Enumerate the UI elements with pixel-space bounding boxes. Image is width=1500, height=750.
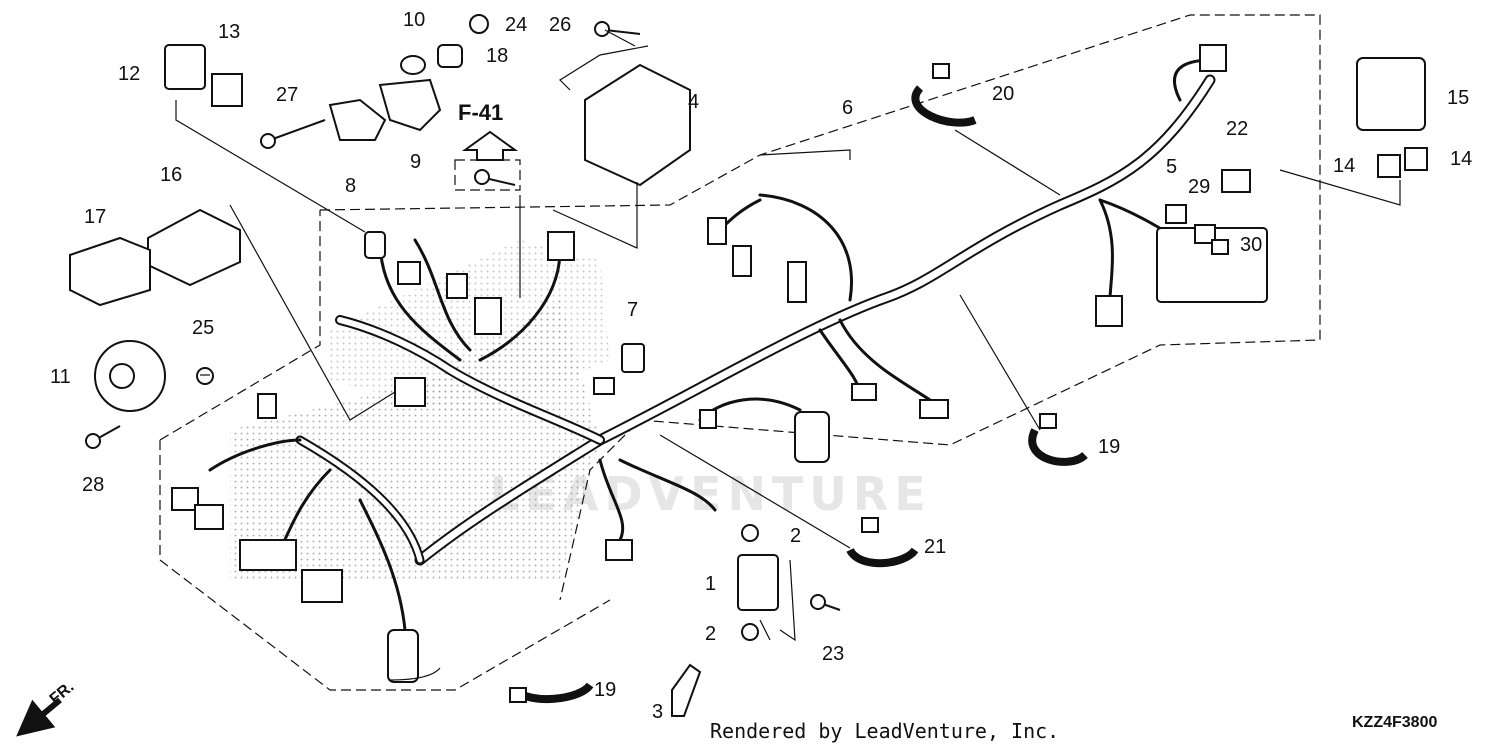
wire-bands <box>509 63 1088 704</box>
callout-6: 6 <box>842 97 853 119</box>
harness-connectors <box>171 44 1268 603</box>
callout-20: 20 <box>992 83 1014 105</box>
callout-13: 13 <box>218 21 240 43</box>
stipple-areas <box>230 240 610 580</box>
callout-2-lower: 2 <box>705 623 716 645</box>
standalone-parts <box>69 14 1428 717</box>
callout-7: 7 <box>627 299 638 321</box>
group-outlines <box>159 14 1321 691</box>
callout-1: 1 <box>705 573 716 595</box>
callout-9: 9 <box>410 151 421 173</box>
callout-11: 11 <box>50 366 71 388</box>
callout-19-right: 19 <box>1098 436 1120 458</box>
callout-12: 12 <box>118 63 140 85</box>
f41-reference: F-41 <box>458 100 519 161</box>
callout-3: 3 <box>652 701 663 723</box>
callout-22: 22 <box>1226 118 1248 140</box>
callout-2-upper: 2 <box>790 525 801 547</box>
callout-19-bottom: 19 <box>594 679 616 701</box>
callout-27: 27 <box>276 84 298 106</box>
callout-14-left: 14 <box>1333 155 1355 177</box>
callout-15: 15 <box>1447 87 1469 109</box>
callout-8: 8 <box>345 175 356 197</box>
callout-21: 21 <box>924 536 946 558</box>
credit-text: Rendered by LeadVenture, Inc. <box>710 719 1059 743</box>
callout-16: 16 <box>160 164 182 186</box>
callout-23: 23 <box>822 643 844 665</box>
canisters <box>387 411 830 683</box>
bolts <box>85 21 841 611</box>
callout-24: 24 <box>505 14 527 36</box>
reference-label: F-41 <box>458 100 503 125</box>
callout-28: 28 <box>82 474 104 496</box>
callouts: 1 2 2 3 4 5 6 7 8 9 10 11 12 13 14 14 15… <box>50 9 1472 723</box>
main-harness <box>208 58 1242 632</box>
callout-17: 17 <box>84 206 106 228</box>
leader-lines <box>175 29 1401 681</box>
diagram-code: KZZ4F3800 <box>1352 714 1437 731</box>
callout-5: 5 <box>1166 156 1177 178</box>
callout-29: 29 <box>1188 176 1210 198</box>
callout-25: 25 <box>192 317 214 339</box>
callout-4: 4 <box>688 91 699 113</box>
front-direction-indicator: FR. <box>16 678 77 737</box>
callout-30: 30 <box>1240 234 1262 256</box>
callout-26: 26 <box>549 14 571 36</box>
callout-10: 10 <box>403 9 425 31</box>
callout-14-right: 14 <box>1450 148 1472 170</box>
callout-18: 18 <box>486 45 508 67</box>
